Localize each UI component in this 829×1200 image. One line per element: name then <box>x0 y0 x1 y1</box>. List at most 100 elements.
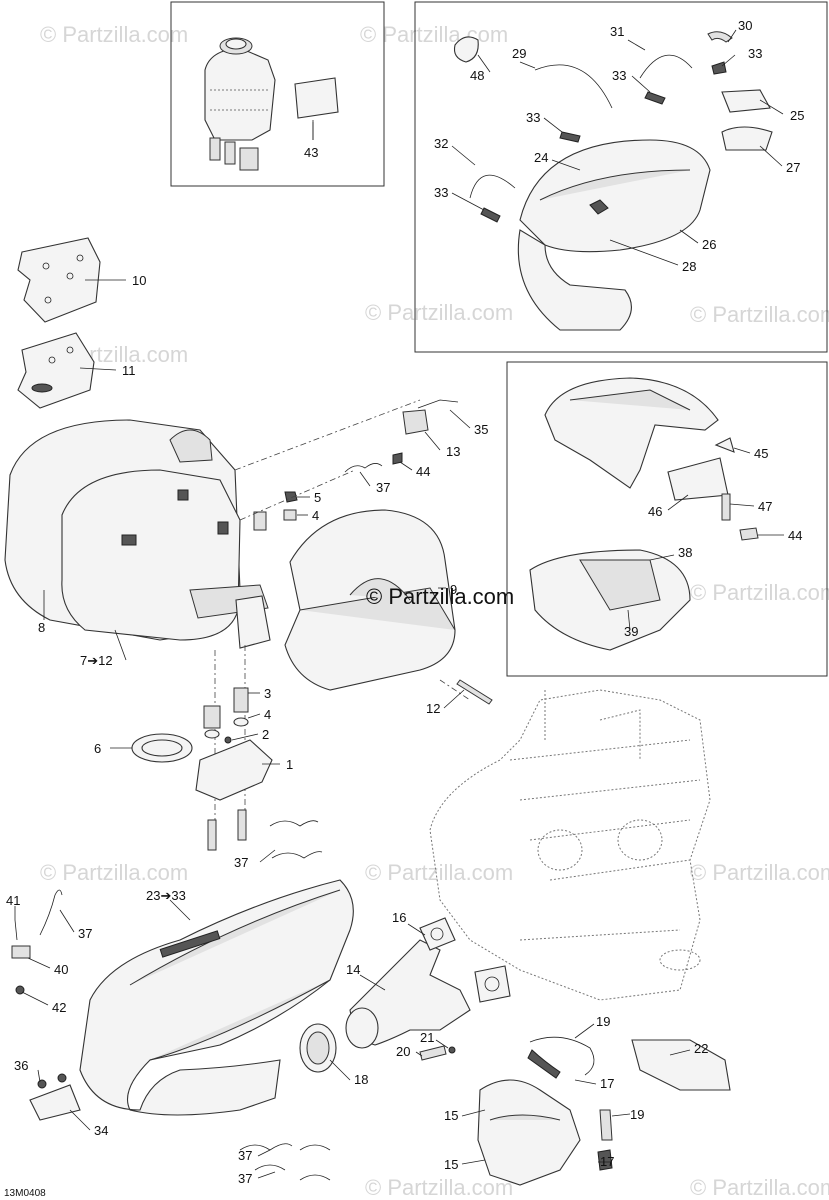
callout-2: 2 <box>262 727 269 742</box>
coupling-18 <box>299 1023 337 1073</box>
callout-4: 4 <box>312 508 319 523</box>
callout-44: 44 <box>416 464 430 479</box>
bolt-20-nut-21 <box>419 1045 456 1061</box>
springs-37-bottom <box>239 1143 331 1181</box>
callout-10: 10 <box>132 273 146 288</box>
callout-37: 37 <box>78 926 92 941</box>
clamp-19-17 <box>527 1036 595 1079</box>
callout-22: 22 <box>694 1041 708 1056</box>
callout-15: 15 <box>444 1157 458 1172</box>
callout-34: 34 <box>94 1123 108 1138</box>
ring-6 <box>131 733 193 763</box>
callout-19: 19 <box>630 1107 644 1122</box>
callout-41: 41 <box>6 893 20 908</box>
callout-40: 40 <box>54 962 68 977</box>
callout-4: 4 <box>264 707 271 722</box>
clamp-19-17-lower <box>597 1109 613 1171</box>
callout-18: 18 <box>354 1072 368 1087</box>
diagram-code: 13M0408 <box>4 1188 46 1199</box>
callout-8: 8 <box>38 620 45 635</box>
leader-lines <box>14 29 784 1179</box>
callout-29: 29 <box>512 46 526 61</box>
callout-35: 35 <box>474 422 488 437</box>
callout-32: 32 <box>434 136 448 151</box>
callout-30: 30 <box>738 18 752 33</box>
watermark: © Partzilla.com <box>365 860 513 885</box>
gasket-16 <box>419 917 456 951</box>
watermark: © Partzilla.com <box>690 860 829 885</box>
watermark: © Partzilla.com <box>690 302 829 327</box>
callout-19: 19 <box>596 1014 610 1029</box>
callout-6: 6 <box>94 741 101 756</box>
callout-37: 37 <box>376 480 390 495</box>
bracket-1 <box>195 739 273 851</box>
callout-33: 33 <box>612 68 626 83</box>
callout-38: 38 <box>678 545 692 560</box>
callout-33: 33 <box>526 110 540 125</box>
callout-47: 47 <box>758 499 772 514</box>
bracket-34 <box>29 1073 81 1121</box>
callout-13: 13 <box>446 444 460 459</box>
watermark: © Partzilla.com <box>690 1175 829 1200</box>
watermark: © Partzilla.com <box>365 300 513 325</box>
callout-26: 26 <box>702 237 716 252</box>
callout-37: 37 <box>238 1171 252 1186</box>
hardware-40-41-42 <box>11 889 63 995</box>
callout-5: 5 <box>314 490 321 505</box>
callout-48: 48 <box>470 68 484 83</box>
callout-15: 15 <box>444 1108 458 1123</box>
callout-27: 27 <box>786 160 800 175</box>
spring-37-upper <box>344 463 383 473</box>
callout-33: 33 <box>748 46 762 61</box>
clip-44-lower <box>739 527 759 541</box>
bracket-13 <box>402 399 459 435</box>
callout-9: 9 <box>450 582 457 597</box>
heat-shield-inset-box <box>506 361 828 677</box>
label-decal-43 <box>294 77 339 140</box>
callout-16: 16 <box>392 910 406 925</box>
callout-43: 43 <box>304 145 318 160</box>
engine-block-reference <box>429 689 711 1001</box>
callout-37: 37 <box>238 1148 252 1163</box>
heat-shield-38-39 <box>529 549 691 651</box>
watermark: © Partzilla.com <box>690 580 829 605</box>
callout-7-12: 7➔12 <box>80 653 113 668</box>
springs-37-mid <box>269 820 323 859</box>
clip-45 <box>714 437 735 453</box>
muffler-housing <box>4 419 271 649</box>
watermark: © Partzilla.com <box>40 860 188 885</box>
center-watermark: © Partzilla.com <box>366 584 514 609</box>
callout-24: 24 <box>534 150 548 165</box>
heat-shield-9 <box>284 509 456 691</box>
callouts: 48 29 31 30 33 33 25 33 32 24 27 33 26 2… <box>6 18 804 1186</box>
callout-36: 36 <box>14 1058 28 1073</box>
callout-20: 20 <box>396 1044 410 1059</box>
watermark: © Partzilla.com <box>360 22 508 47</box>
muffler-cover-inset-box <box>414 1 828 353</box>
callout-11: 11 <box>122 363 136 378</box>
reservoir-inset-box <box>170 1 385 187</box>
callout-17: 17 <box>600 1154 614 1169</box>
callout-17: 17 <box>600 1076 614 1091</box>
heat-shield-22 <box>631 1039 731 1091</box>
gasket-16b <box>474 965 511 1003</box>
watermark: © Partzilla.com <box>365 1175 513 1200</box>
bracket-46 <box>667 457 729 501</box>
plate-47 <box>721 493 731 521</box>
pin-12 <box>456 679 493 705</box>
heat-shield-cover-top <box>544 377 719 489</box>
callout-14: 14 <box>346 962 360 977</box>
callout-23-33: 23➔33 <box>146 888 186 903</box>
callout-39: 39 <box>624 624 638 639</box>
gasket-11 <box>17 332 95 409</box>
watermark: © Partzilla.com <box>40 22 188 47</box>
callout-1: 1 <box>286 757 293 772</box>
gasket-10 <box>17 237 101 323</box>
bushings-4-2 <box>204 717 249 744</box>
callout-33: 33 <box>434 185 448 200</box>
callout-42: 42 <box>52 1000 66 1015</box>
callout-37: 37 <box>234 855 248 870</box>
callout-25: 25 <box>790 108 804 123</box>
